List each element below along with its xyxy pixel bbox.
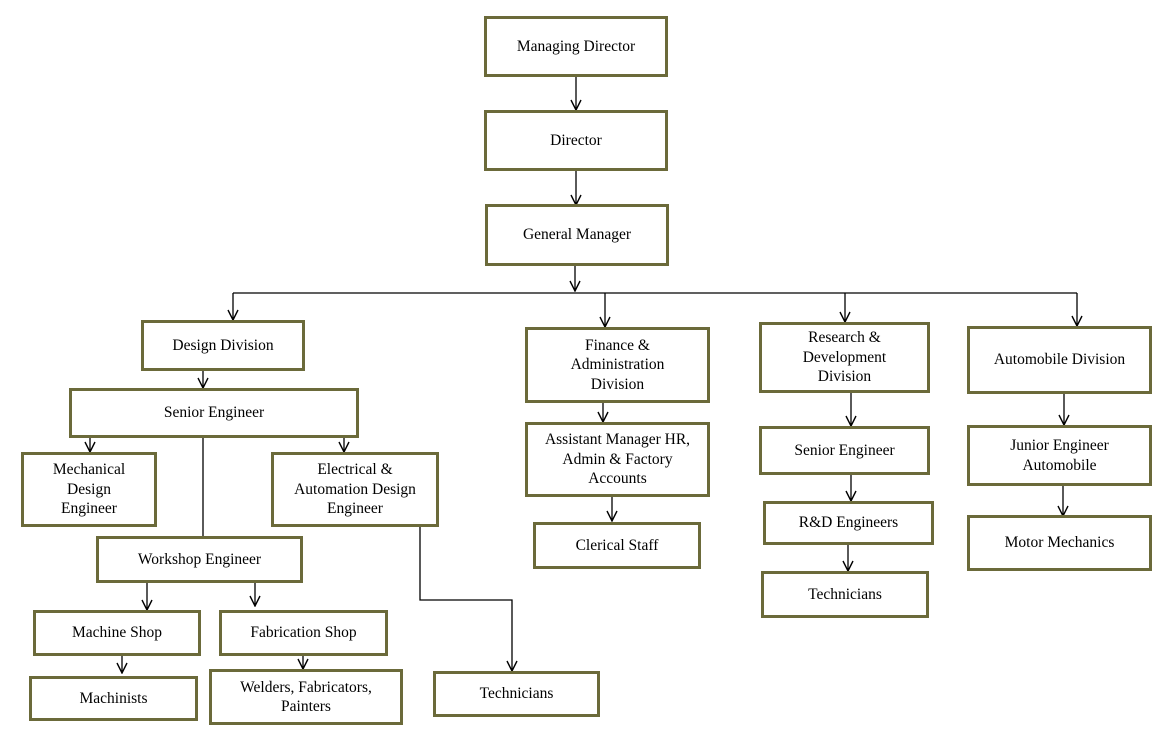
node-general-manager: General Manager (485, 204, 669, 266)
node-machine-shop: Machine Shop (33, 610, 201, 656)
node-rd-senior-engineer: Senior Engineer (759, 426, 930, 475)
node-electrical-automation-design-engineer: Electrical & Automation Design Engineer (271, 452, 439, 527)
node-motor-mechanics: Motor Mechanics (967, 515, 1152, 571)
node-rd-technicians: Technicians (761, 571, 929, 618)
node-machinists: Machinists (29, 676, 198, 721)
node-automobile-division: Automobile Division (967, 326, 1152, 394)
node-design-division: Design Division (141, 320, 305, 371)
node-finance-administration-division: Finance & Administration Division (525, 327, 710, 403)
node-workshop-engineer: Workshop Engineer (96, 536, 303, 583)
node-managing-director: Managing Director (484, 16, 668, 77)
node-design-technicians: Technicians (433, 671, 600, 717)
node-junior-engineer-automobile: Junior Engineer Automobile (967, 425, 1152, 486)
node-mechanical-design-engineer: Mechanical Design Engineer (21, 452, 157, 527)
node-clerical-staff: Clerical Staff (533, 522, 701, 569)
node-fabrication-shop: Fabrication Shop (219, 610, 388, 656)
node-welders-fabricators-painters: Welders, Fabricators, Painters (209, 669, 403, 725)
node-rd-engineers: R&D Engineers (763, 501, 934, 545)
node-assistant-manager: Assistant Manager HR, Admin & Factory Ac… (525, 422, 710, 497)
connector-electrical-technicians (419, 527, 512, 671)
node-design-senior-engineer: Senior Engineer (69, 388, 359, 438)
node-director: Director (484, 110, 668, 171)
node-research-development-division: Research & Development Division (759, 322, 930, 393)
